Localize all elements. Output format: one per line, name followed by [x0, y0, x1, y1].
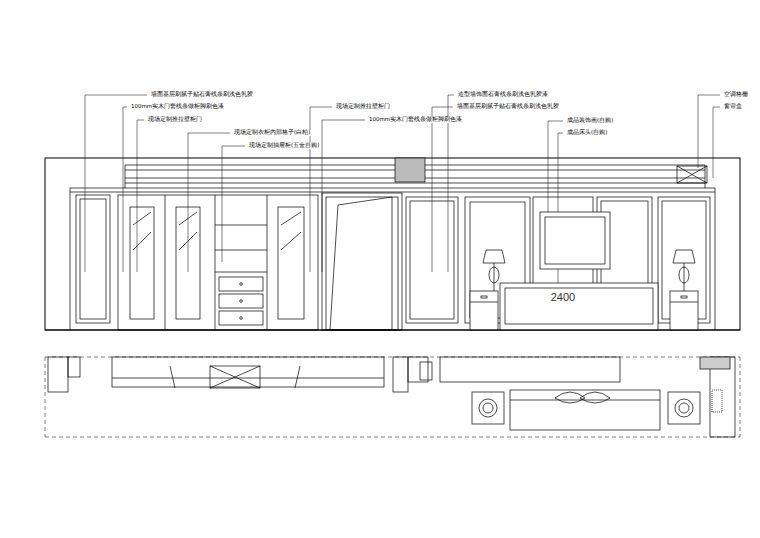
annotation-label: 造型墙饰面石膏线条刷浅色乳胶漆 [457, 92, 549, 98]
annotation-label: 窗帘盒 [723, 104, 743, 110]
annotation-label: 现场定制衣柜内部格子(白柏) [233, 130, 311, 136]
annotation-label: 100mm实木门套线条做柜脚刷色漆 [368, 117, 463, 123]
annotation-label: 现场定制推拉壁柜门 [147, 117, 203, 123]
annotation-label: 成品装饰画(自购) [566, 118, 614, 124]
annotation-label: 现场定制推拉壁柜门 [335, 104, 391, 110]
annotation-label: 100mm实木门套线条做柜脚刷色漆 [130, 104, 225, 110]
dimension-text: 2400 [550, 292, 576, 303]
annotation-label: 空调格栅 [723, 92, 749, 98]
annotation-label: 成品床头(自购) [566, 130, 608, 136]
annotation-label: 墙面基层刷腻子贴石膏线条刷浅色乳胶 [150, 92, 254, 98]
annotation-label: 墙面基层刷腻子贴石膏线条刷浅色乳胶 [456, 104, 560, 110]
annotation-label: 现场定制抽屉柜(五金自购) [248, 143, 320, 149]
